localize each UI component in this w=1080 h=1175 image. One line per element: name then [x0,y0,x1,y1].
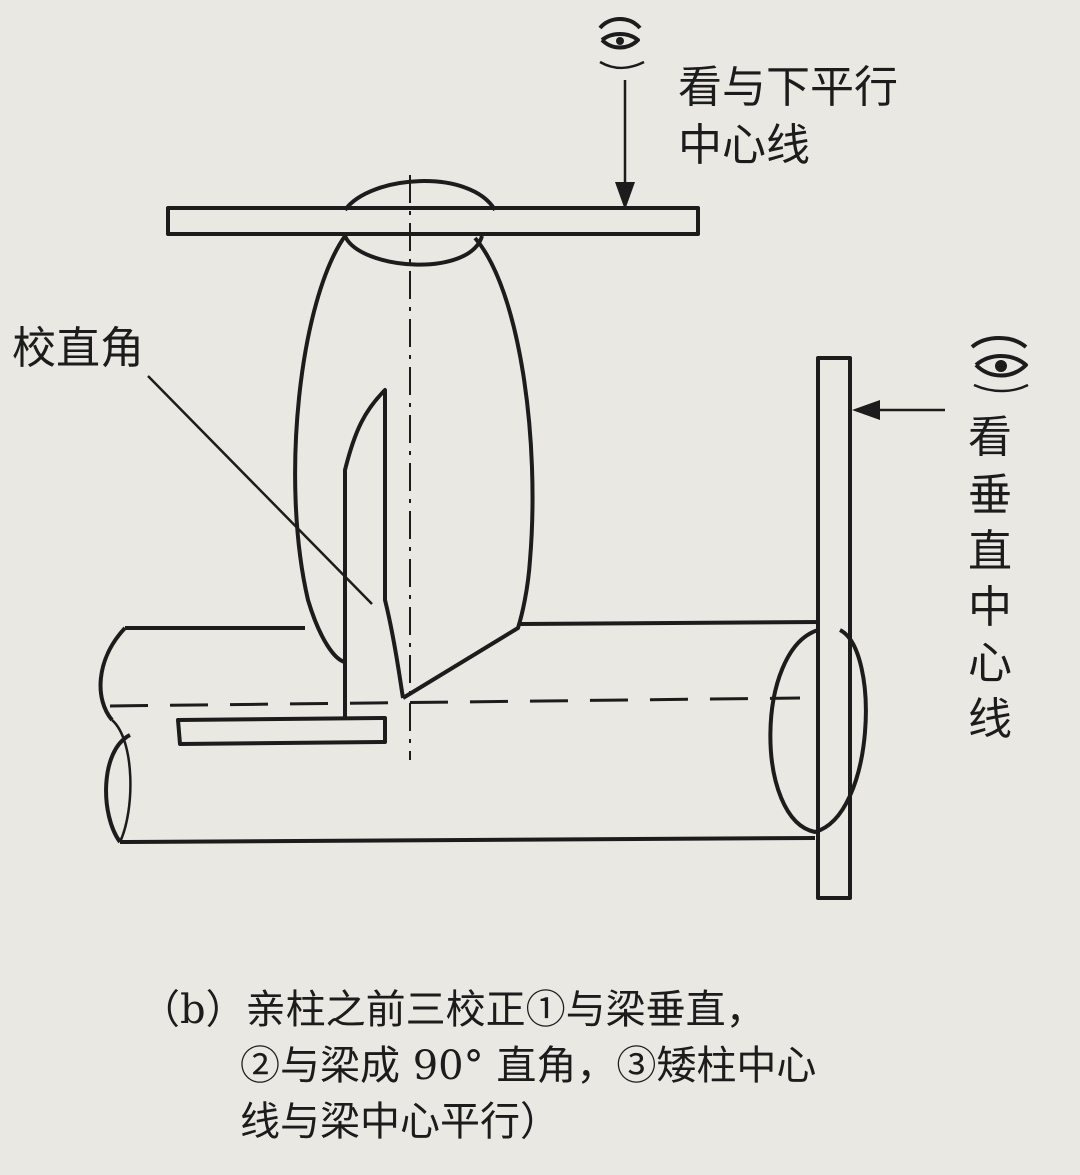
right-view-label-char-2: 垂 [968,470,1012,521]
right-view-label-char-4: 中 [968,582,1012,633]
beam-centerline [109,696,801,708]
caption-line-3: 线与梁中心平行） [240,1099,560,1145]
right-weld-bead [768,628,868,834]
left-label: 校直角 [12,323,144,374]
top-arrow [615,80,635,210]
top-weld-bead [343,179,497,267]
right-arrow [852,400,945,420]
top-plate [166,179,700,267]
left-label-leader [147,375,373,605]
figure-caption: （b）亲柱之前三校正①与梁垂直， ②与梁成 90° 直角，③矮柱中心 线与梁中心… [140,982,1040,1150]
top-view-label-line1: 看与下平行 [678,62,898,113]
post [293,175,535,760]
top-view-label-line2: 中心线 [678,120,810,171]
right-plate-bar [816,356,852,900]
top-plate-bar [166,206,700,236]
post-inner-cut [343,388,405,699]
beam [98,620,821,844]
post-outline [293,234,535,700]
caption-line-1: （b）亲柱之前三校正①与梁垂直， [140,987,766,1033]
beam-bottom-edge [119,836,816,844]
caption-line-2: ②与梁成 90° 直角，③矮柱中心 [240,1043,817,1089]
square-bottom-bar [176,716,387,746]
beam-top-edge [125,620,821,630]
right-view-label-char-6: 线 [968,694,1012,745]
eye-icon [598,17,645,70]
beam-left-end [98,626,132,844]
beam-inner-curve [111,719,132,843]
right-view-label-char-5: 心 [968,638,1012,689]
square-bottom [176,470,387,746]
right-view-label-char-3: 直 [968,526,1012,577]
right-view-label-char-1: 看 [968,412,1012,463]
eye-icon [970,336,1029,393]
